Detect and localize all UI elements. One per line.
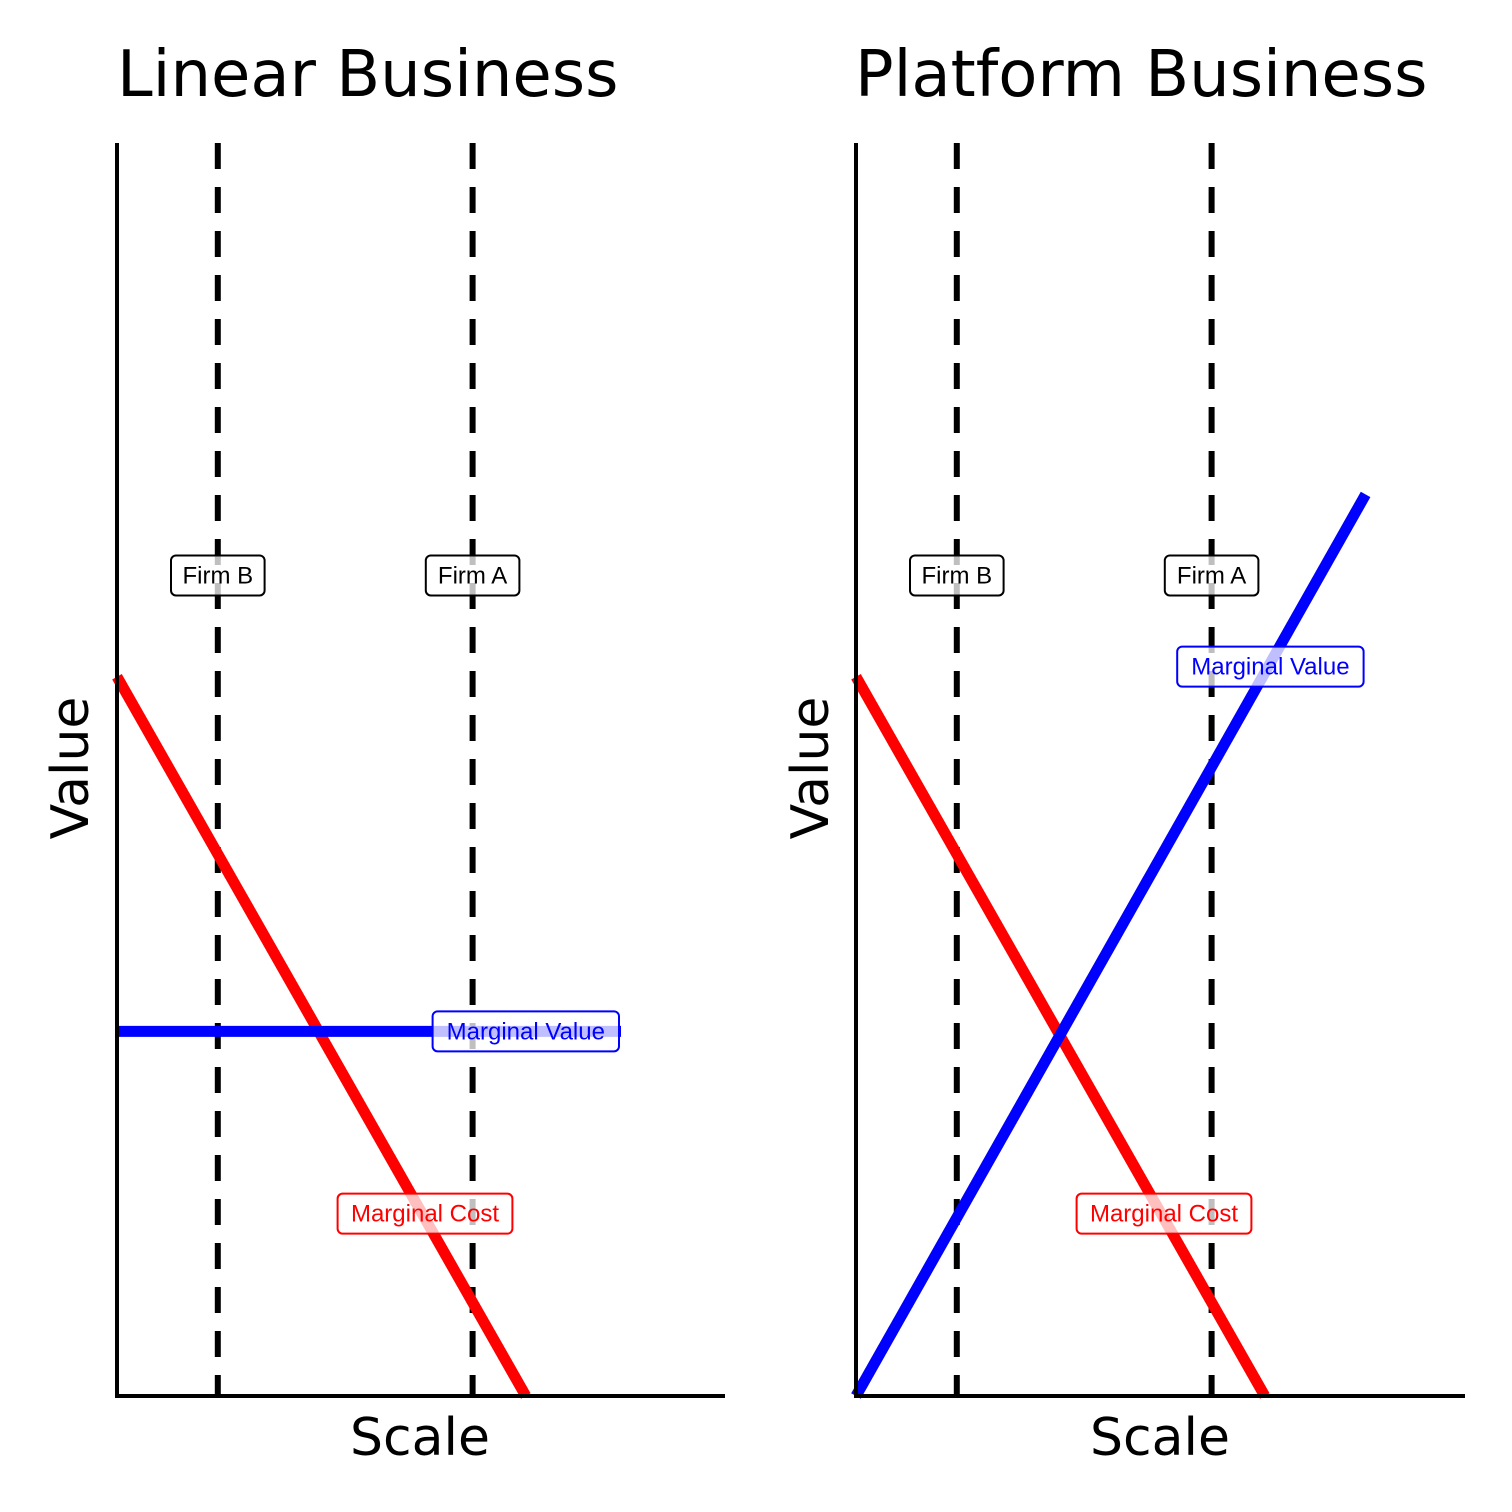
label-marginal-value-box	[431, 1010, 620, 1053]
label-firm-b-box	[909, 554, 1005, 597]
label-marginal-cost-text: Marginal Cost	[1090, 1201, 1238, 1228]
label-firm-b: Firm B	[170, 554, 266, 597]
panel-title: Platform Business	[855, 38, 1427, 112]
series-line-marginal-value	[851, 491, 1371, 1399]
label-firm-a: Firm A	[424, 554, 521, 597]
label-firm-b-box	[170, 554, 266, 597]
label-marginal-value: Marginal Value	[1176, 645, 1365, 688]
label-firm-b-text: Firm B	[921, 562, 992, 589]
label-firm-a-box	[424, 554, 521, 597]
label-marginal-cost-text: Marginal Cost	[351, 1201, 499, 1228]
label-firm-a-text: Firm A	[438, 562, 507, 589]
plot-area: Firm B Firm A Marginal Cost Marginal Value	[851, 143, 1465, 1399]
label-firm-a-box	[1163, 554, 1260, 597]
label-marginal-cost: Marginal Cost	[1075, 1192, 1253, 1235]
x-axis-label: Scale	[1090, 1408, 1230, 1468]
label-marginal-value-text: Marginal Value	[447, 1018, 605, 1045]
label-marginal-value-box	[1176, 645, 1365, 688]
label-marginal-cost: Marginal Cost	[336, 1192, 514, 1235]
label-firm-b-text: Firm B	[182, 562, 253, 589]
y-axis-label: Value	[41, 697, 101, 840]
label-firm-a: Firm A	[1163, 554, 1260, 597]
label-marginal-cost-box	[336, 1192, 514, 1235]
x-axis-label: Scale	[350, 1408, 490, 1468]
plot-area: Firm B Firm A Marginal Cost Marginal Value	[112, 143, 725, 1399]
linear-business-panel: Linear Business Value Scale Firm B Firm A…	[41, 38, 725, 1468]
label-marginal-value-text: Marginal Value	[1191, 654, 1349, 681]
label-firm-b: Firm B	[909, 554, 1005, 597]
label-marginal-cost-box	[1075, 1192, 1253, 1235]
label-firm-a-text: Firm A	[1177, 562, 1246, 589]
panel-title: Linear Business	[117, 38, 618, 112]
label-marginal-value: Marginal Value	[431, 1010, 620, 1053]
y-axis-label: Value	[781, 697, 841, 840]
